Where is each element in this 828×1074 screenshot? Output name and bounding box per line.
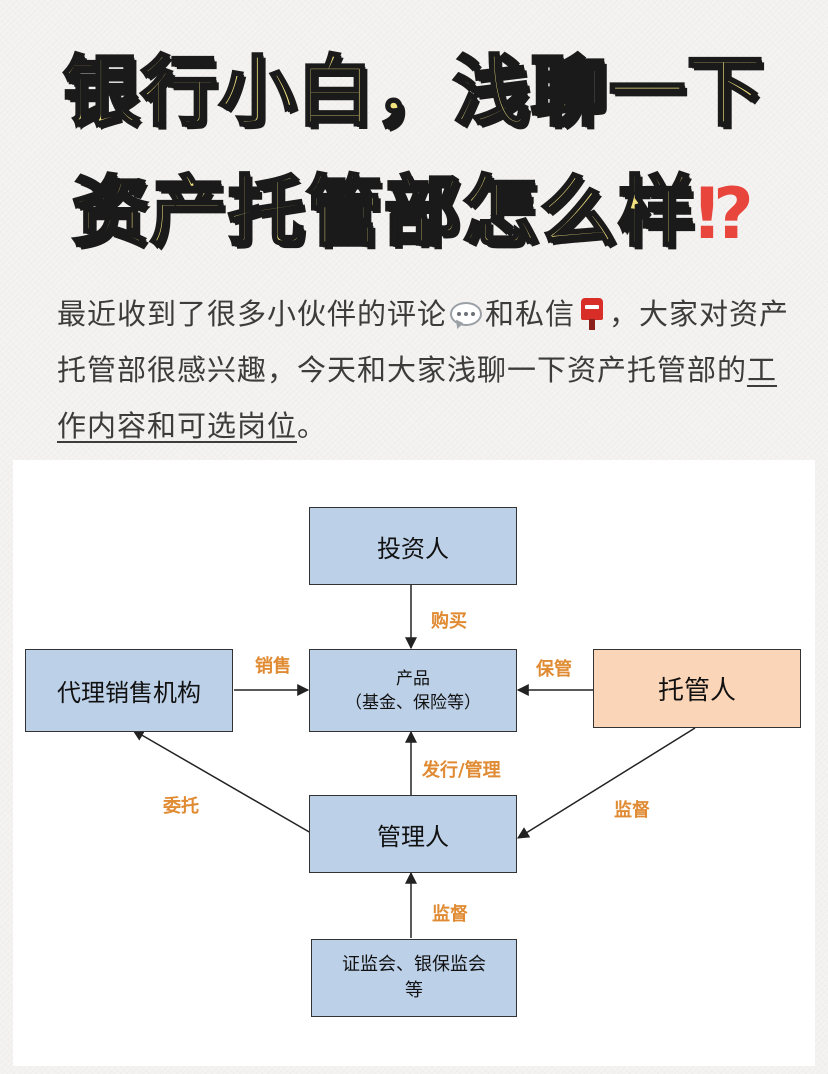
- edge-label-entrust: 委托: [163, 796, 199, 817]
- edge-label-safekeep: 保管: [536, 659, 572, 680]
- postbox-icon: [579, 298, 605, 330]
- intro-text-1: 最近收到了很多小伙伴的评论: [57, 297, 448, 331]
- custodian-label: 托管人: [657, 676, 736, 706]
- title-line-2: 资产托管部怎么样⁉: [0, 150, 828, 260]
- manager-node: 管理人: [309, 795, 517, 873]
- intro-text-4: 。: [297, 409, 328, 443]
- edge-label-supervise-regulator: 监督: [432, 904, 468, 925]
- regulator-sublabel: 等: [405, 980, 423, 1001]
- custody-flow-diagram: 投资人 产品 （基金、保险等） 代理销售机构 托管人 管理人 证监会、银保监会 …: [13, 460, 815, 1066]
- arrow-custodian-to-manager: [516, 727, 696, 839]
- investor-label: 投资人: [377, 534, 449, 563]
- regulator-label: 证监会、银保监会: [342, 954, 486, 975]
- agent-node: 代理销售机构: [25, 649, 233, 732]
- intro-paragraph: 最近收到了很多小伙伴的评论 和私信，大家对资产托管部很感兴趣，今天和大家浅聊一下资…: [57, 286, 797, 454]
- edge-label-sell: 销售: [255, 656, 291, 677]
- edge-label-supervise-custodian: 监督: [614, 800, 650, 821]
- diagram-arrows: [131, 585, 696, 938]
- regulator-node: 证监会、银保监会 等: [311, 939, 517, 1017]
- intro-text-2: 和私信: [485, 297, 576, 331]
- intro-underlined-text: 工作内容和可选岗位: [57, 353, 778, 443]
- title-line-1: 银行小白，浅聊一下: [62, 46, 765, 138]
- title-line-2-text: 资产托管部怎么样: [70, 166, 696, 258]
- manager-label: 管理人: [377, 822, 449, 851]
- product-sublabel: （基金、保险等）: [345, 692, 481, 713]
- product-node: 产品 （基金、保险等）: [309, 649, 517, 732]
- exclamation-question-icon: ⁉: [695, 173, 756, 255]
- custodian-node: 托管人: [593, 649, 801, 728]
- arrow-manager-to-agent: [131, 729, 312, 834]
- product-label: 产品: [396, 668, 430, 689]
- edge-label-buy: 购买: [431, 611, 467, 632]
- investor-node: 投资人: [309, 507, 517, 585]
- intro-text-3: ，大家对资产托管部很感兴趣，今天和大家浅聊一下资产托管部的: [57, 297, 790, 387]
- speech-bubble-icon: [449, 300, 483, 331]
- agent-label: 代理销售机构: [57, 679, 201, 707]
- edge-label-issue-manage: 发行/管理: [422, 760, 501, 781]
